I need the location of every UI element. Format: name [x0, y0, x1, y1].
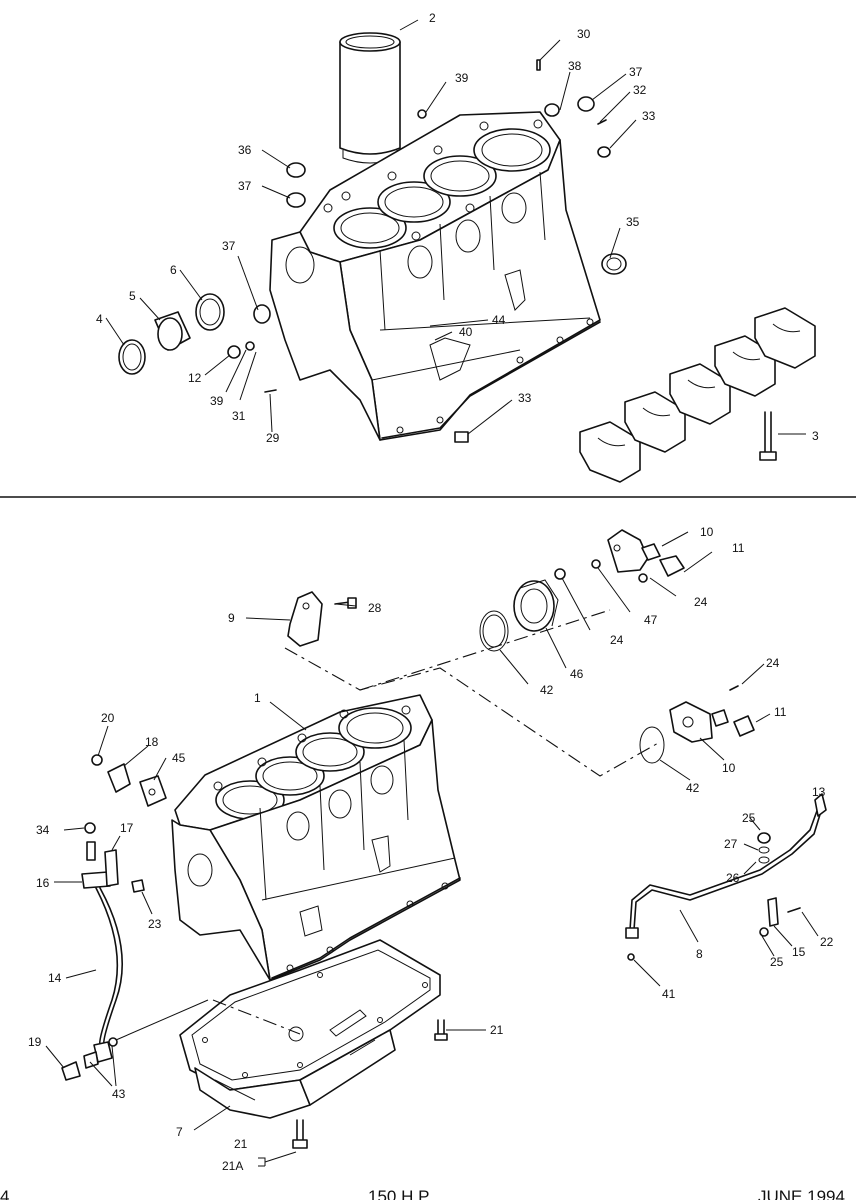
callout-label: 15: [792, 945, 806, 959]
callout-label: 37: [238, 179, 252, 193]
callout-label: 13: [812, 785, 826, 799]
callout-label: 17: [120, 821, 134, 835]
callout-label: 29: [266, 431, 280, 445]
callout-label: 12: [188, 371, 202, 385]
callout-label: 8: [696, 947, 703, 961]
callout-label: 27: [724, 837, 738, 851]
callout-label: 39: [455, 71, 469, 85]
bottom-callout-labels: 10 11 24 47 24 28 9 46 42 24 1 20 18 45 …: [28, 525, 834, 1173]
footer-model: 150 H.P.: [368, 1187, 432, 1200]
callout-label: 45: [172, 751, 186, 765]
callout-label: 41: [662, 987, 676, 1001]
top-leaders: [105, 19, 806, 435]
callout-label: 31: [232, 409, 246, 423]
callout-label: 23: [148, 917, 162, 931]
callout-label: 42: [540, 683, 554, 697]
callout-label: 2: [429, 11, 436, 25]
callout-label: 6: [170, 263, 177, 277]
callout-label: 26: [726, 871, 740, 885]
callout-label: 34: [36, 823, 50, 837]
callout-label: 19: [28, 1035, 42, 1049]
callout-label: 28: [368, 601, 382, 615]
callout-label: 10: [700, 525, 714, 539]
callout-label: 33: [642, 109, 656, 123]
callout-label: 30: [577, 27, 591, 41]
callout-label: 3: [812, 429, 819, 443]
callout-label: 24: [610, 633, 624, 647]
callout-label: 43: [112, 1087, 126, 1101]
callout-label: 42: [686, 781, 700, 795]
footer-page-number: 4: [0, 1187, 9, 1200]
callout-label: 37: [222, 239, 236, 253]
callout-label: 11: [774, 705, 787, 719]
top-engine-block: 2 30 38 37 32 33 39 36 37 35 37 6 5 4 44…: [96, 11, 819, 483]
callout-label: 33: [518, 391, 532, 405]
callout-label: 16: [36, 876, 50, 890]
callout-label: 25: [742, 811, 756, 825]
callout-label: 47: [644, 613, 658, 627]
top-callout-labels: 2 30 38 37 32 33 39 36 37 35 37 6 5 4 44…: [96, 11, 819, 445]
footer-date: JUNE 1994: [758, 1187, 845, 1200]
callout-label: 21: [490, 1023, 504, 1037]
callout-label: 14: [48, 971, 62, 985]
callout-label: 35: [626, 215, 640, 229]
footer: 4 150 H.P. JUNE 1994: [0, 1187, 845, 1200]
callout-label: 46: [570, 667, 584, 681]
callout-label: 21A: [222, 1159, 243, 1173]
callout-label: 37: [629, 65, 643, 79]
callout-label: 20: [101, 711, 115, 725]
callout-label: 40: [459, 325, 473, 339]
bearing-caps: [579, 307, 816, 483]
callout-label: 1: [254, 691, 261, 705]
callout-label: 24: [766, 656, 780, 670]
callout-label: 25: [770, 955, 784, 969]
bottom-engine-block: 10 11 24 47 24 28 9 46 42 24 1 20 18 45 …: [28, 525, 834, 1173]
bottom-leaders: [45, 531, 819, 1167]
callout-label: 36: [238, 143, 252, 157]
callout-label: 7: [176, 1125, 183, 1139]
callout-label: 4: [96, 312, 103, 326]
callout-label: 18: [145, 735, 159, 749]
callout-label: 9: [228, 611, 235, 625]
callout-label: 39: [210, 394, 224, 408]
callout-label: 44: [492, 313, 506, 327]
callout-label: 24: [694, 595, 708, 609]
callout-label: 21: [234, 1137, 248, 1151]
callout-label: 32: [633, 83, 647, 97]
callout-label: 11: [732, 541, 745, 555]
callout-label: 5: [129, 289, 136, 303]
callout-label: 38: [568, 59, 582, 73]
callout-label: 22: [820, 935, 834, 949]
callout-label: 10: [722, 761, 736, 775]
